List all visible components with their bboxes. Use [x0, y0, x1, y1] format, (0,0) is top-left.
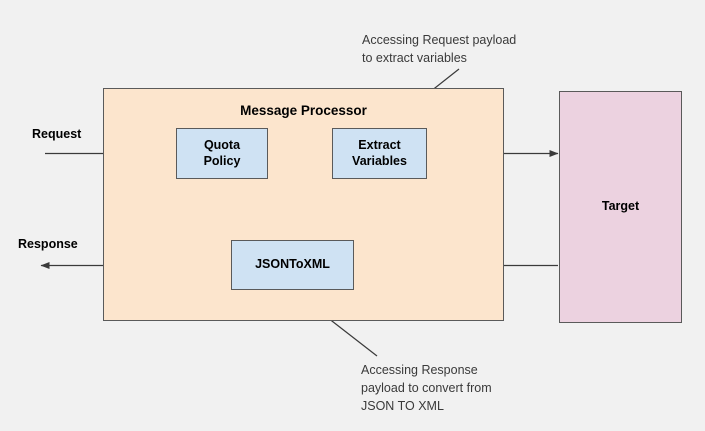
message-processor-title: Message Processor [240, 103, 367, 118]
response-annotation-line-1: Accessing Response [361, 363, 478, 377]
response-annotation: Accessing Response payload to convert fr… [361, 361, 492, 415]
response-label: Response [18, 237, 78, 251]
node-extract-variables-label: Extract Variables [352, 138, 407, 168]
node-quota-policy[interactable]: Quota Policy [176, 128, 268, 179]
request-annotation: Accessing Request payload to extract var… [362, 31, 516, 67]
node-target-label: Target [601, 199, 640, 214]
node-quota-policy-label: Quota Policy [203, 138, 241, 168]
request-label: Request [32, 127, 82, 141]
request-annotation-line-1: Accessing Request payload [362, 33, 517, 47]
response-annotation-line-3: JSON TO XML [361, 399, 444, 414]
node-jsontoxml[interactable]: JSONToXML [231, 240, 354, 290]
response-annotation-line-2: payload to convert from [361, 381, 492, 396]
node-extract-variables[interactable]: Extract Variables [332, 128, 427, 179]
node-target[interactable]: Target [559, 91, 682, 323]
node-jsontoxml-label: JSONToXML [255, 257, 330, 272]
request-annotation-line-2: to extract variables [362, 51, 467, 66]
